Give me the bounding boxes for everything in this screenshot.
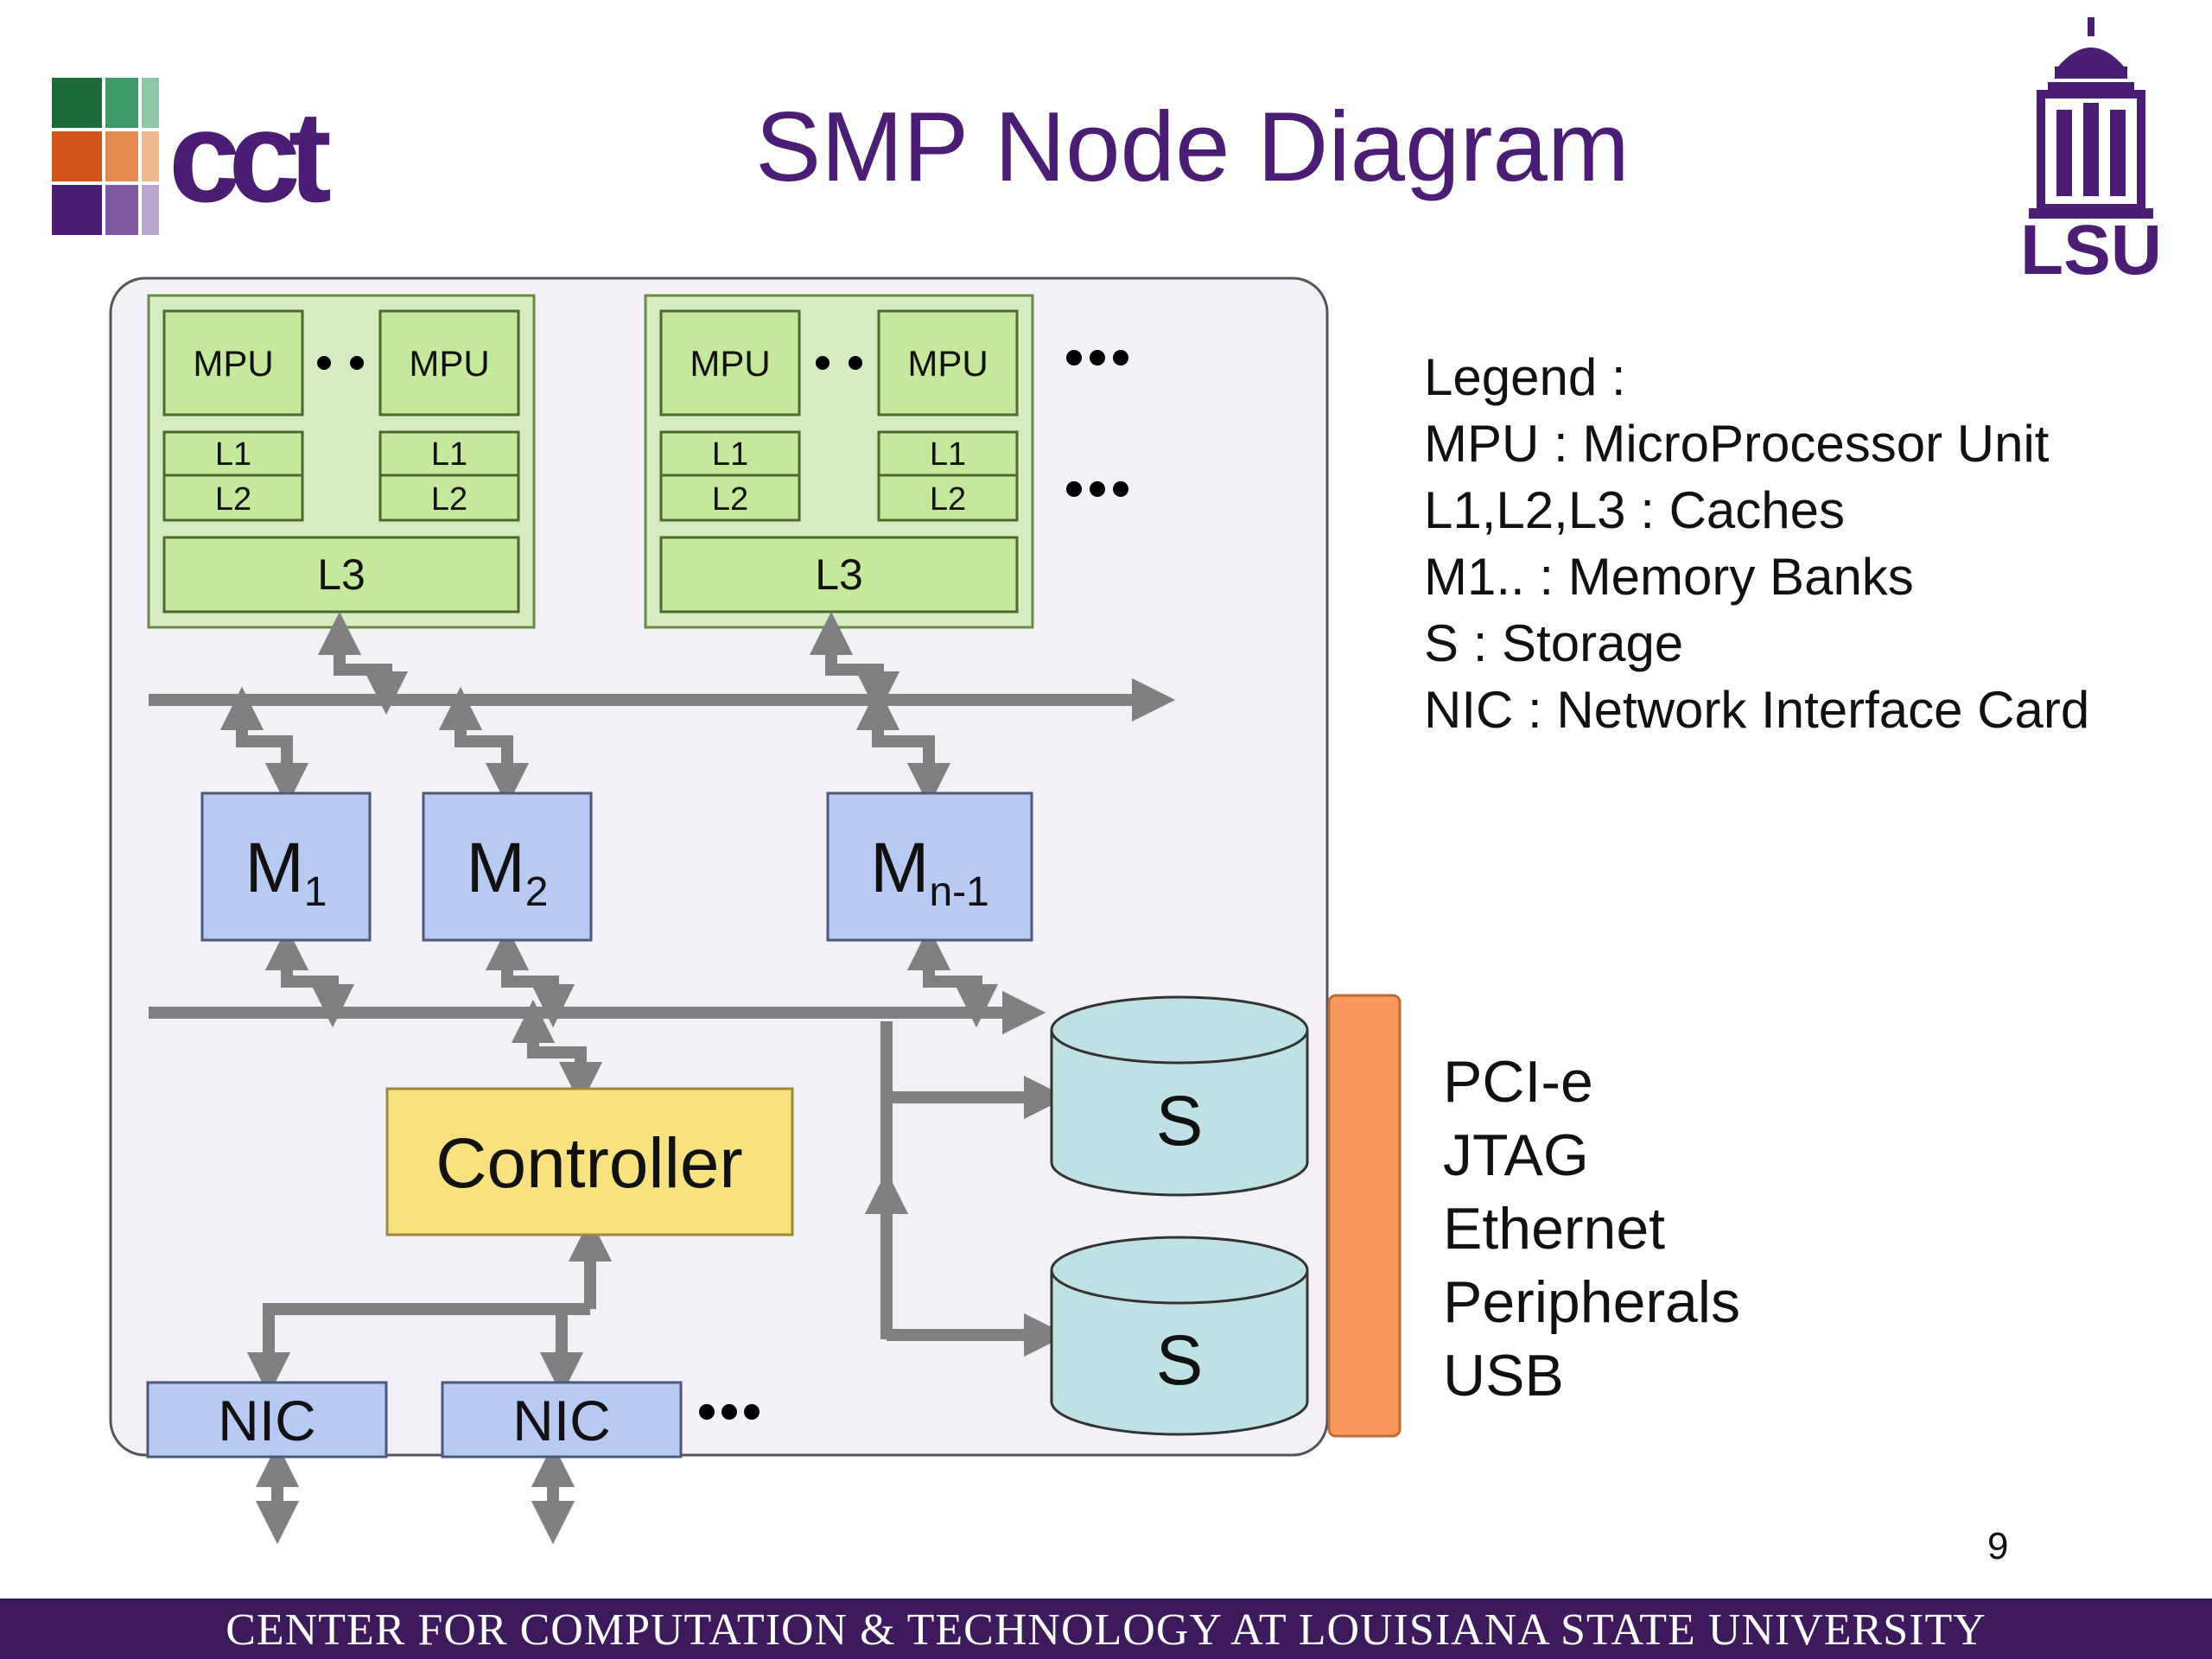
- bus-label: Ethernet: [1443, 1196, 1666, 1262]
- proc1-connector: [317, 611, 409, 715]
- legend: Legend : MPU : MicroProcessor Unit L1,L2…: [1424, 344, 2089, 743]
- l2-label: L2: [712, 481, 748, 518]
- controller-box: [385, 1087, 794, 1236]
- controller-connector: [511, 999, 603, 1106]
- l1-cache-box: [877, 430, 1019, 477]
- l1-cache-box: [659, 430, 801, 477]
- bus-label: JTAG: [1443, 1122, 1589, 1188]
- more-nics-ellipsis: [699, 1404, 760, 1420]
- mpu-label: MPU: [690, 343, 770, 384]
- l1-cache-box: [378, 430, 520, 477]
- l3-cache-box: [659, 536, 1019, 613]
- l2-label: L2: [215, 481, 251, 518]
- l2-cache-box: [162, 474, 304, 522]
- mpu-label: MPU: [409, 343, 489, 384]
- ellipsis-dot: [816, 356, 830, 370]
- l2-cache-box: [659, 474, 801, 522]
- nic-label: NIC: [512, 1389, 611, 1452]
- l1-label: L1: [215, 436, 251, 473]
- legend-item: MPU : MicroProcessor Unit: [1424, 415, 2050, 473]
- svg-text:M1: M1: [245, 829, 327, 915]
- l2-cache-box: [378, 474, 520, 522]
- m1-memory-bus-connector: [264, 926, 355, 1028]
- l1-label: L1: [930, 436, 966, 473]
- m2-bus-connector: [438, 686, 530, 807]
- l3-label: L3: [815, 550, 863, 599]
- proc2-connector: [809, 611, 900, 715]
- page-number: 9: [1987, 1525, 2009, 1567]
- svg-text:Mn-1: Mn-1: [870, 829, 989, 915]
- slide-title: SMP Node Diagram: [755, 92, 1630, 202]
- memory-bank-n-1: Mn-1: [826, 791, 1033, 942]
- l3-label: L3: [317, 550, 365, 599]
- controller-label: Controller: [435, 1124, 742, 1203]
- mpu-label: MPU: [193, 343, 273, 384]
- bus-label: Peripherals: [1443, 1269, 1740, 1335]
- mpu-box: [659, 309, 801, 416]
- ellipsis-dot: [849, 356, 862, 370]
- bus-label: PCI-e: [1443, 1049, 1593, 1115]
- m1-bus-connector: [219, 686, 309, 807]
- l1-label: L1: [712, 436, 748, 473]
- storage-cylinder-2: S: [1050, 1236, 1309, 1436]
- mpu-label: MPU: [907, 343, 988, 384]
- l2-cache-box: [877, 474, 1019, 522]
- lsu-logo: LSU: [2020, 17, 2162, 281]
- svg-text:M2: M2: [466, 829, 548, 915]
- nic-box: [441, 1381, 683, 1459]
- ellipsis-dot: [350, 356, 364, 370]
- smp-node-diagram: MPU MPU L1 L2 L1 L2 L3 MPU MPU L1 L2 L1 …: [109, 276, 1402, 1545]
- lsu-logo-text: LSU: [2020, 211, 2162, 281]
- legend-title: Legend :: [1424, 348, 1626, 406]
- legend-item: M1.. : Memory Banks: [1424, 548, 1914, 606]
- memory-bank-2: M2: [422, 791, 593, 942]
- l2-label: L2: [431, 481, 467, 518]
- mn-memory-bus-connector: [906, 926, 999, 1028]
- l2-label: L2: [930, 481, 966, 518]
- nic-label: NIC: [218, 1389, 316, 1452]
- cct-logo: cct: [52, 78, 343, 235]
- storage-cylinder-1: S: [1050, 995, 1309, 1197]
- l3-cache-box: [162, 536, 520, 613]
- memory-bank-1: M1: [200, 791, 372, 942]
- ellipsis-dot: [317, 356, 331, 370]
- mpu-box: [877, 309, 1019, 416]
- svg-text:S: S: [1156, 1082, 1204, 1160]
- mpu-box: [162, 309, 304, 416]
- svg-text:S: S: [1156, 1321, 1204, 1400]
- processor-group-1: MPU MPU L1 L2 L1 L2 L3: [147, 294, 536, 629]
- legend-item: S : Storage: [1424, 614, 1684, 672]
- footer-bar: [0, 1599, 2212, 1659]
- legend-item: NIC : Network Interface Card: [1424, 681, 2090, 739]
- legend-item: L1,L2,L3 : Caches: [1424, 481, 1846, 539]
- io-bus-labels: PCI-e JTAG Ethernet Peripherals USB: [1443, 1046, 1740, 1413]
- footer-text: CENTER FOR COMPUTATION & TECHNOLOGY AT L…: [226, 1605, 1986, 1655]
- processor-group-2: MPU MPU L1 L2 L1 L2 L3: [644, 294, 1034, 629]
- io-bus-bar: [1327, 994, 1402, 1438]
- bus-label: USB: [1443, 1343, 1564, 1408]
- more-processors-ellipsis: [1066, 350, 1128, 497]
- mpu-box: [378, 309, 520, 416]
- nic-branch: [246, 1303, 590, 1396]
- cct-logo-text: cct: [168, 84, 331, 229]
- nic-box: [146, 1381, 388, 1459]
- m2-memory-bus-connector: [485, 926, 575, 1028]
- l1-label: L1: [431, 436, 467, 473]
- mn-bus-connector: [855, 686, 951, 807]
